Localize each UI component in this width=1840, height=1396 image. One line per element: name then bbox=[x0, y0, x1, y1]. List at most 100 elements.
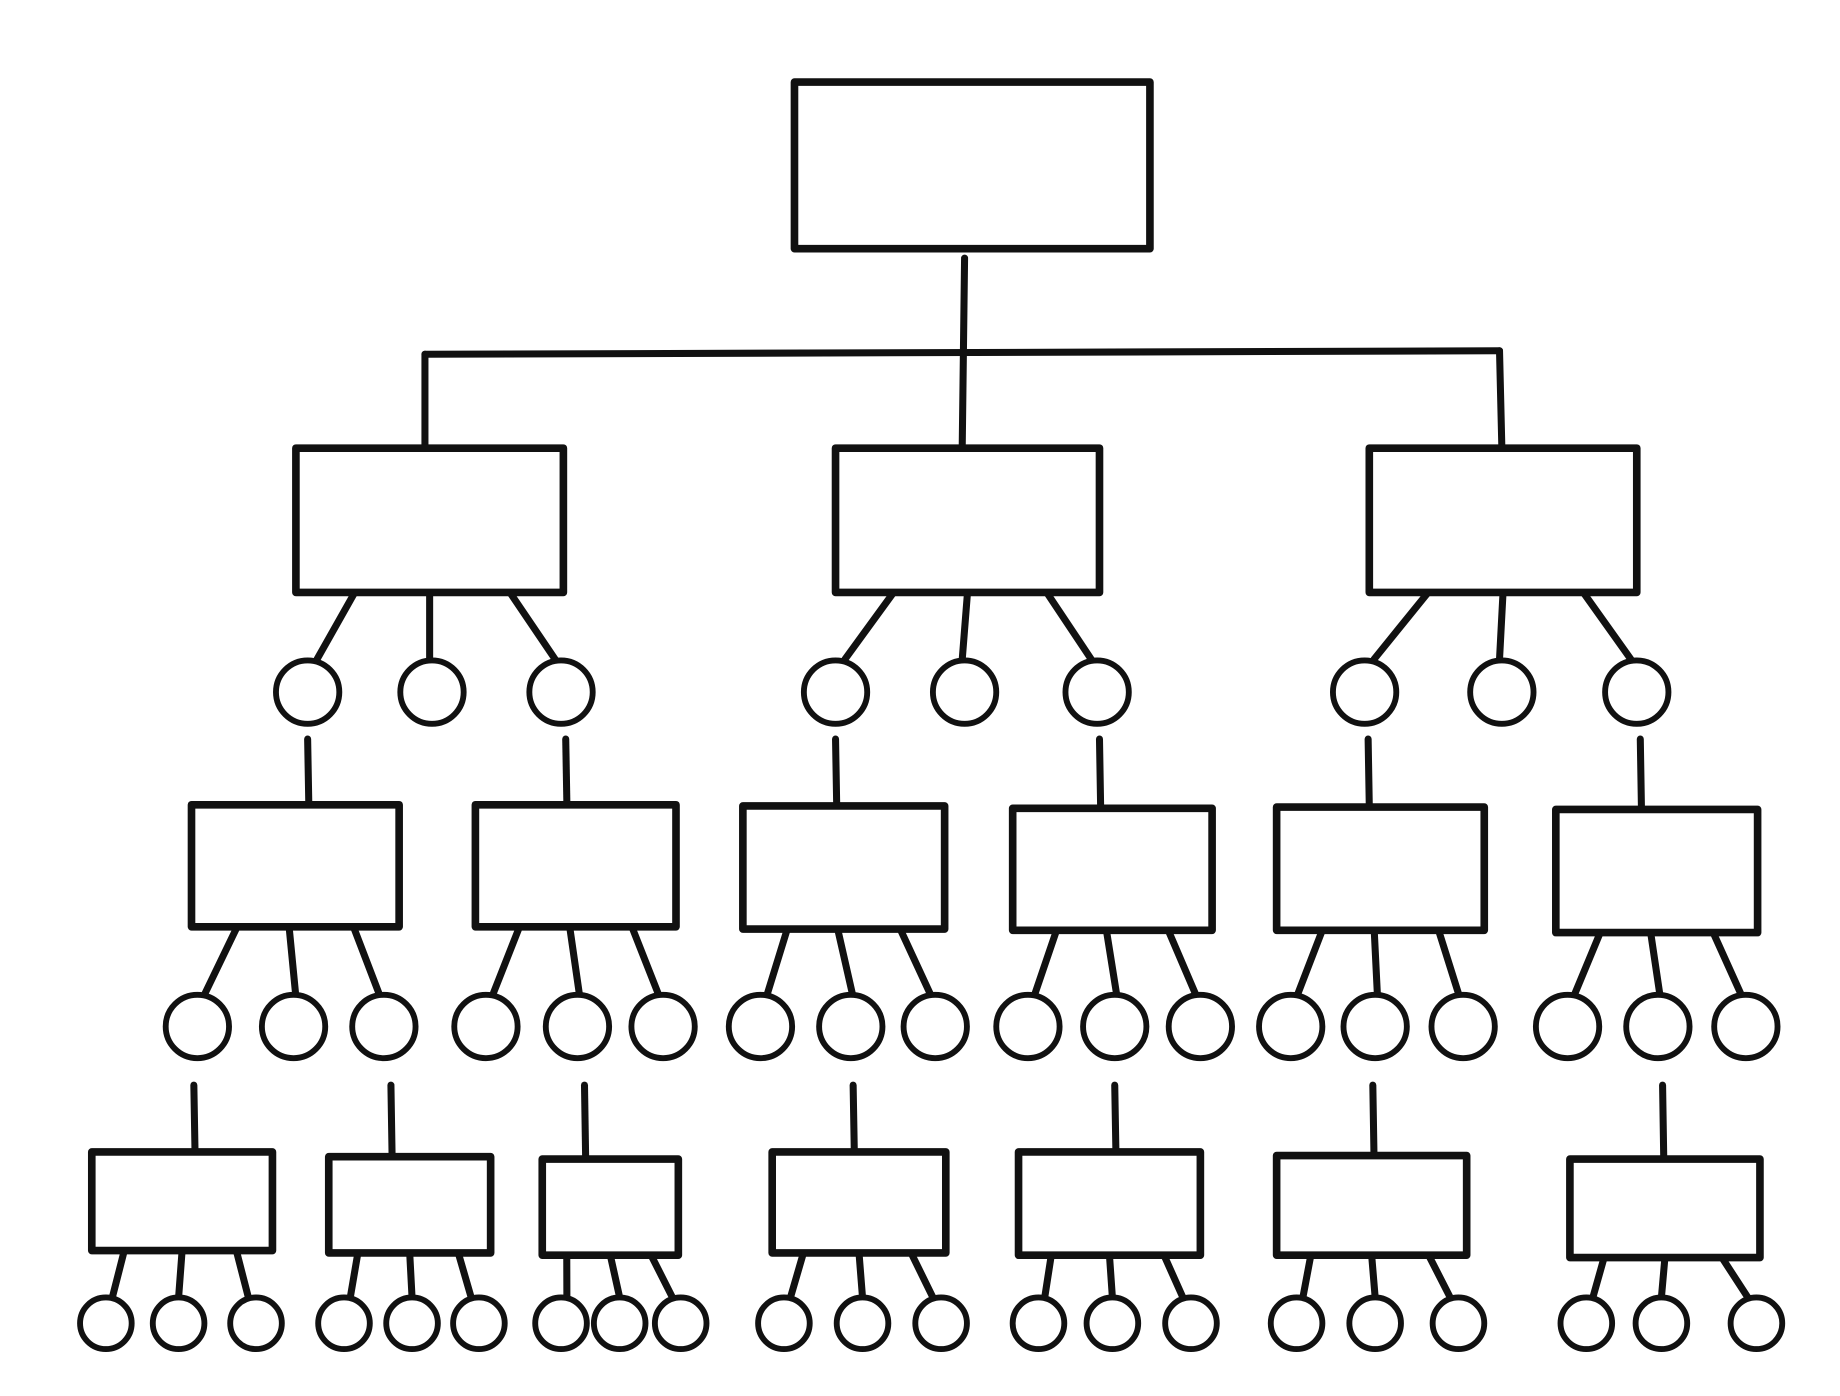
branch-bar bbox=[421, 347, 1504, 358]
level2-circle bbox=[1062, 657, 1132, 727]
connector-line bbox=[1370, 926, 1382, 1001]
level2-circle bbox=[929, 657, 1000, 727]
connector-line bbox=[1293, 926, 1326, 1001]
connector-line bbox=[506, 588, 559, 663]
connector-line bbox=[387, 1081, 396, 1161]
level2-circle bbox=[1467, 657, 1537, 727]
connector-line bbox=[1588, 1254, 1608, 1304]
level4-circle bbox=[1267, 1294, 1326, 1353]
connector-line bbox=[1368, 1251, 1379, 1301]
level3-box bbox=[1008, 804, 1216, 935]
connector-line bbox=[304, 735, 313, 809]
connector-line bbox=[1102, 926, 1121, 1001]
level3-box bbox=[471, 800, 680, 931]
level3-circle bbox=[542, 991, 613, 1062]
connector-line bbox=[855, 1249, 867, 1301]
level4-box bbox=[1566, 1155, 1764, 1262]
level3-circle bbox=[725, 991, 796, 1062]
level4-circle bbox=[912, 1294, 970, 1353]
level4-circle bbox=[315, 1294, 373, 1353]
level3-circle bbox=[1623, 991, 1693, 1062]
connector-line bbox=[1435, 926, 1464, 1001]
level4-circle bbox=[227, 1294, 285, 1353]
connector-line bbox=[1095, 735, 1105, 812]
connector-line bbox=[580, 1081, 590, 1163]
connector-line bbox=[406, 1249, 416, 1301]
connector-line bbox=[762, 925, 791, 1001]
level3-circle bbox=[1165, 991, 1235, 1062]
level3-circle bbox=[1340, 991, 1410, 1062]
level3-box bbox=[187, 800, 403, 931]
level2-box bbox=[1365, 444, 1641, 597]
level4-circle bbox=[450, 1294, 508, 1353]
connector-line bbox=[1164, 926, 1201, 1001]
level4-circle bbox=[1162, 1294, 1220, 1353]
connector-line bbox=[1569, 929, 1604, 1001]
level2-circle bbox=[1330, 657, 1400, 727]
connector-line bbox=[841, 588, 898, 663]
level3-box bbox=[739, 802, 949, 933]
connector-line bbox=[190, 1081, 199, 1156]
connector-line bbox=[907, 1249, 938, 1304]
connector-line bbox=[1298, 1251, 1315, 1304]
level2-box bbox=[292, 444, 568, 597]
level3-box bbox=[1552, 805, 1762, 937]
level3-circle bbox=[1711, 991, 1781, 1062]
level3-circle bbox=[451, 991, 521, 1062]
level3-circle bbox=[1428, 991, 1498, 1062]
level3-circle bbox=[162, 991, 232, 1062]
level3-box bbox=[1272, 803, 1489, 935]
connector-line bbox=[566, 923, 584, 1001]
connector-line bbox=[786, 1249, 807, 1304]
level2-box bbox=[831, 444, 1104, 597]
connector-line bbox=[1647, 929, 1664, 1001]
level4-circle bbox=[1346, 1294, 1404, 1353]
level4-box bbox=[1014, 1148, 1205, 1260]
connector-line bbox=[562, 735, 571, 809]
level4-circle bbox=[1557, 1294, 1616, 1353]
connector-line bbox=[1369, 1081, 1378, 1160]
level4-circle bbox=[77, 1294, 135, 1353]
connector-line bbox=[647, 1251, 678, 1304]
level4-circle bbox=[149, 1294, 208, 1353]
connector-line bbox=[832, 735, 841, 810]
level4-circle bbox=[383, 1294, 441, 1353]
connector-line bbox=[488, 923, 524, 1001]
connector-line bbox=[108, 1247, 128, 1304]
connector-line bbox=[313, 588, 359, 663]
level3-circle bbox=[816, 991, 886, 1062]
connector-line bbox=[1636, 735, 1645, 813]
level4-circle bbox=[755, 1294, 813, 1353]
connector-line bbox=[285, 923, 300, 1001]
level4-circle bbox=[590, 1294, 649, 1353]
level3-circle bbox=[900, 991, 970, 1062]
level4-box bbox=[87, 1148, 277, 1255]
level4-circle bbox=[651, 1294, 710, 1353]
connector-line bbox=[849, 1081, 858, 1156]
connector-line bbox=[1040, 1251, 1055, 1304]
connector-line bbox=[1160, 1251, 1188, 1304]
connector-line bbox=[1659, 1081, 1668, 1163]
level2-circle bbox=[1602, 657, 1672, 727]
connector-line bbox=[232, 1247, 253, 1304]
level2-circle bbox=[800, 657, 871, 727]
connector-line bbox=[1043, 588, 1095, 663]
level3-circle bbox=[349, 991, 419, 1062]
connector-line bbox=[1495, 347, 1506, 452]
connector-line bbox=[1579, 588, 1635, 663]
level2-circle bbox=[526, 657, 596, 727]
level4-circle bbox=[1727, 1294, 1786, 1353]
connector-line bbox=[1111, 1081, 1120, 1156]
level4-circle bbox=[1429, 1294, 1488, 1353]
level3-circle bbox=[628, 991, 698, 1062]
connector-line bbox=[1370, 588, 1432, 663]
connector-line bbox=[1495, 588, 1507, 663]
level4-circle bbox=[532, 1294, 590, 1353]
connector-line bbox=[958, 588, 972, 663]
level4-box bbox=[1272, 1151, 1471, 1260]
level3-circle bbox=[258, 991, 329, 1062]
connector-line bbox=[1709, 929, 1746, 1001]
level3-circle bbox=[1080, 991, 1150, 1062]
level4-box bbox=[768, 1148, 950, 1257]
